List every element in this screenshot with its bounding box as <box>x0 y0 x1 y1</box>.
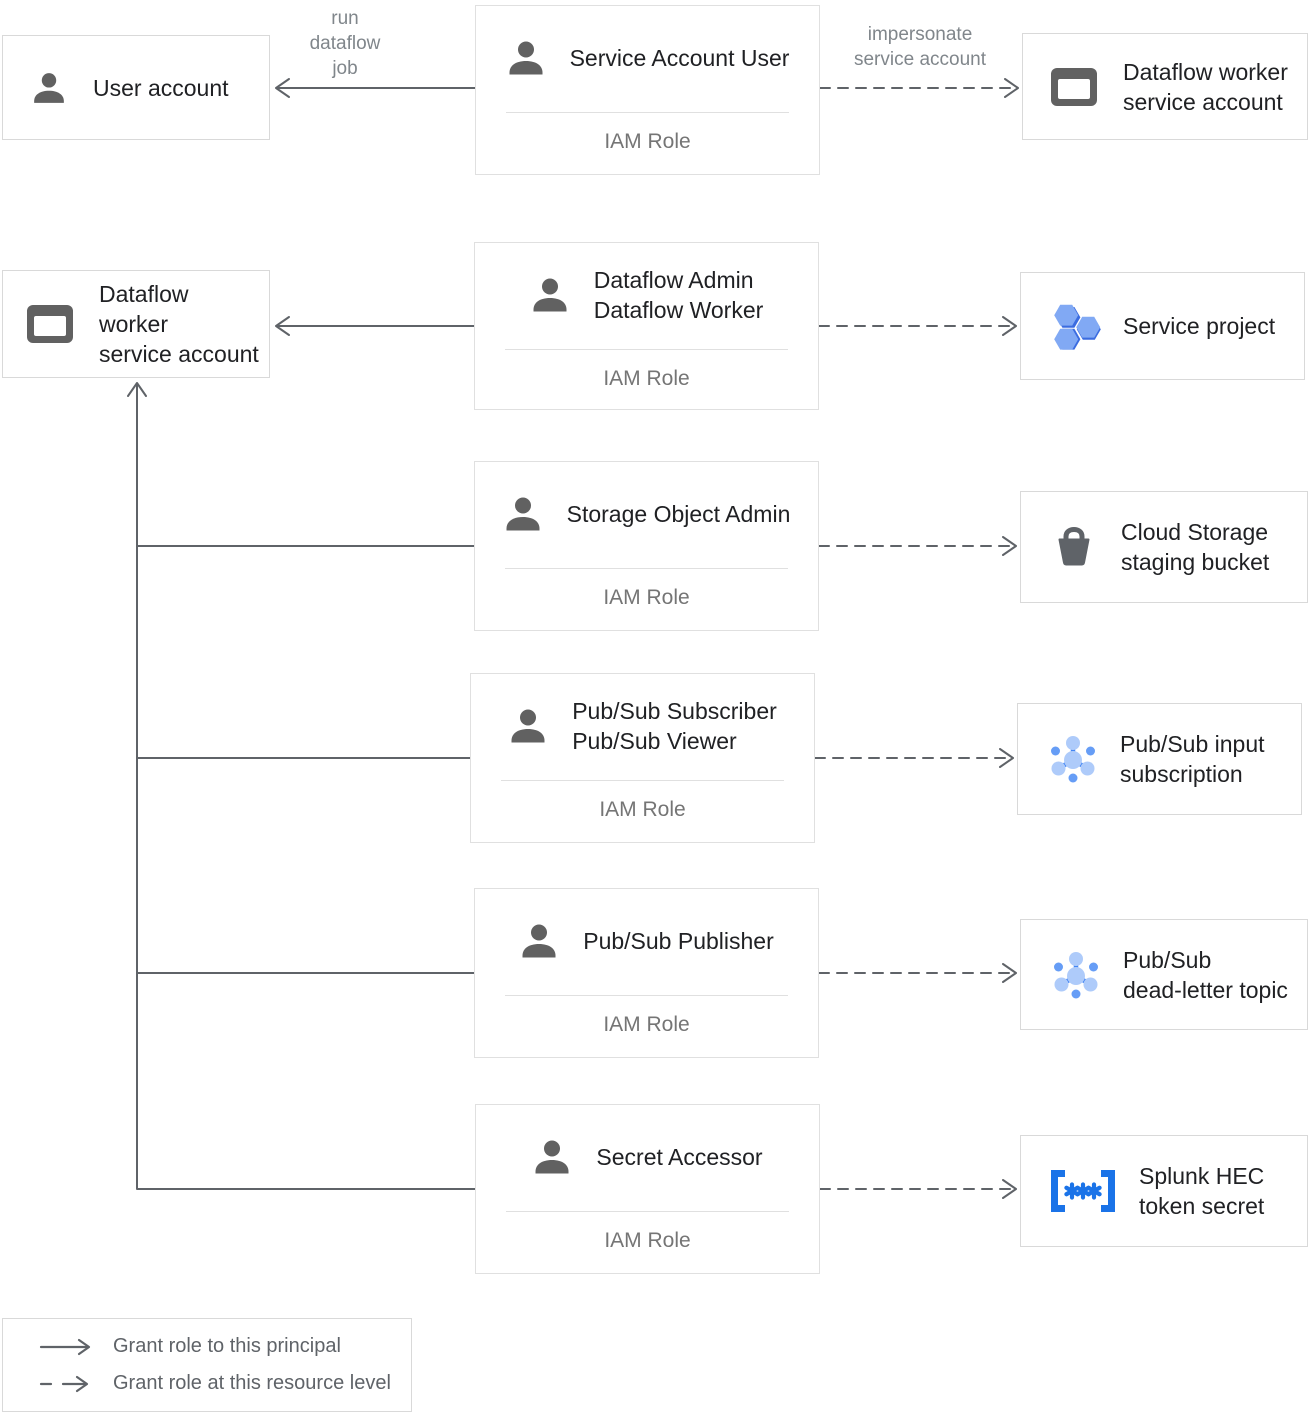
iam-role-label: IAM Role <box>603 367 690 390</box>
role-title: Service Account User <box>569 45 790 71</box>
person-icon <box>31 70 67 106</box>
pubsub-input-subscription-box: Pub/Sub input subscription <box>1017 703 1302 815</box>
person-icon <box>506 38 546 78</box>
legend-solid-row: Grant role to this principal <box>39 1335 411 1358</box>
entity-label-line: staging bucket <box>1121 549 1270 575</box>
legend-dashed-row: Grant role at this resource level <box>39 1372 411 1395</box>
pubsub-subscriber-viewer-role-box: Pub/Sub Subscriber Pub/Sub Viewer IAM Ro… <box>470 673 815 843</box>
legend-solid-label: Grant role to this principal <box>113 1335 341 1357</box>
secret-icon <box>1047 1168 1119 1214</box>
person-icon <box>508 706 548 746</box>
legend-dashed-label: Grant role at this resource level <box>113 1372 391 1394</box>
pubsub-icon <box>1051 950 1101 1000</box>
iam-role-label: IAM Role <box>603 586 690 609</box>
iam-role-label: IAM Role <box>604 130 691 153</box>
secret-accessor-role-box: Secret Accessor IAM Role <box>475 1104 820 1274</box>
divider <box>505 995 788 996</box>
entity-label-line: Pub/Sub <box>1123 946 1212 973</box>
dataflow-admin-worker-role-box: Dataflow Admin Dataflow Worker IAM Role <box>474 242 819 410</box>
divider <box>505 568 788 569</box>
entity-label-line: service account <box>99 341 259 367</box>
divider <box>501 780 784 781</box>
entity-label-line: Dataflow worker <box>99 281 189 337</box>
entity-label-line: Cloud Storage <box>1121 519 1269 545</box>
divider <box>505 349 788 350</box>
role-title: Pub/Sub Publisher <box>583 928 774 954</box>
person-icon <box>519 921 559 961</box>
entity-label-line: Pub/Sub input <box>1120 731 1265 757</box>
divider <box>506 1211 789 1212</box>
legend: Grant role to this principal Grant role … <box>2 1318 412 1412</box>
role-title: Pub/Sub Viewer <box>572 728 737 754</box>
service-account-icon <box>1051 67 1097 106</box>
service-project-box: Service project <box>1020 272 1305 380</box>
dashed-arrow-icon <box>39 1375 89 1392</box>
cloud-storage-staging-bucket-box: Cloud Storage staging bucket <box>1020 491 1308 603</box>
iam-role-label: IAM Role <box>603 1013 690 1036</box>
person-icon <box>503 494 543 534</box>
pubsub-publisher-role-box: Pub/Sub Publisher IAM Role <box>474 888 819 1058</box>
dataflow-worker-service-account-box: Dataflow worker service account <box>1022 33 1308 140</box>
person-icon <box>532 1137 572 1177</box>
storage-object-admin-role-box: Storage Object Admin IAM Role <box>474 461 819 631</box>
entity-label-line: token secret <box>1139 1193 1265 1219</box>
entity-label-line: service account <box>1123 88 1283 115</box>
role-title: Dataflow Admin <box>593 267 754 293</box>
solid-arrow-icon <box>39 1338 91 1355</box>
role-title: Pub/Sub Subscriber <box>572 698 777 724</box>
role-title: Secret Accessor <box>596 1144 763 1170</box>
impersonate-service-account-label: impersonate service account <box>853 24 986 70</box>
entity-label-line: dead-letter topic <box>1123 976 1288 1003</box>
pubsub-icon <box>1048 734 1098 784</box>
service-account-user-role-box: Service Account User IAM Role <box>475 5 820 175</box>
entity-label-line: Service project <box>1123 313 1276 339</box>
user-account-box: User account <box>2 35 270 140</box>
entity-label-line: Splunk HEC <box>1139 1163 1265 1189</box>
entity-label-line: Dataflow worker <box>1123 58 1288 85</box>
divider <box>506 112 789 113</box>
splunk-hec-token-secret-box: Splunk HEC token secret <box>1020 1135 1308 1247</box>
run-dataflow-job-label: run dataflow job <box>309 8 381 79</box>
service-account-icon <box>27 305 73 343</box>
project-hexagons-icon <box>1049 300 1101 352</box>
entity-label-line: subscription <box>1120 761 1243 787</box>
person-icon <box>530 275 570 315</box>
role-title: Dataflow Worker <box>593 297 764 323</box>
role-title: Storage Object Admin <box>566 501 791 527</box>
iam-role-label: IAM Role <box>604 1229 691 1252</box>
dataflow-worker-service-account-box: Dataflow worker service account <box>2 270 270 378</box>
iam-role-label: IAM Role <box>599 798 686 821</box>
bucket-icon <box>1051 524 1097 570</box>
entity-label-line: User account <box>93 74 229 101</box>
pubsub-dead-letter-topic-box: Pub/Sub dead-letter topic <box>1020 919 1308 1030</box>
